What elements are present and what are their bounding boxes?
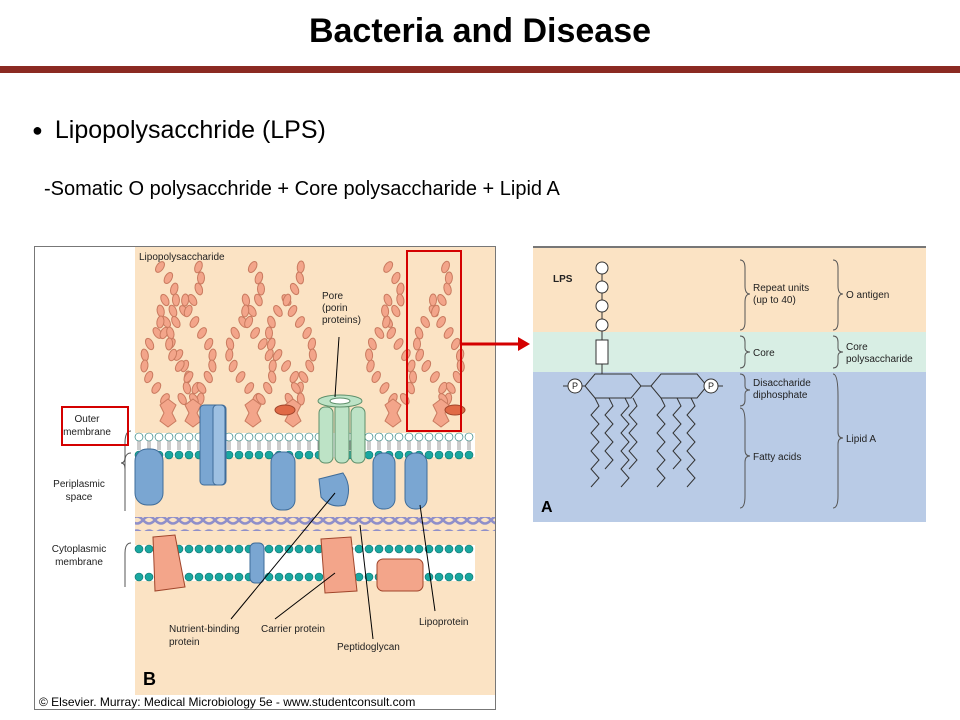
bullet-text: Lipopolysacchride (LPS) <box>54 116 326 144</box>
cytoplasmic-proteins <box>152 534 424 594</box>
svg-text:Cytoplasmic: Cytoplasmic <box>52 544 106 555</box>
svg-text:(up to 40): (up to 40) <box>753 295 796 306</box>
panel-letter-a: A <box>541 499 553 516</box>
cytoplasmic-membrane <box>134 544 475 582</box>
svg-text:protein: protein <box>169 637 200 648</box>
svg-text:polysaccharide: polysaccharide <box>846 354 913 365</box>
nutrient-binding-protein <box>318 472 349 507</box>
svg-text:(porin: (porin <box>322 303 348 314</box>
svg-text:Periplasmic: Periplasmic <box>53 479 105 490</box>
structure-braces <box>739 259 844 509</box>
svg-text:diphosphate: diphosphate <box>753 390 808 401</box>
svg-text:membrane: membrane <box>55 557 103 568</box>
svg-text:LPS: LPS <box>553 274 573 285</box>
repeat-unit-chain <box>595 261 609 380</box>
lps-highlight-box <box>406 250 462 432</box>
pointer-lines <box>230 336 436 640</box>
o-antigen-band <box>533 246 926 332</box>
title-rule <box>0 66 960 73</box>
diagram-labels: Lipopolysaccharide Pore (porin proteins)… <box>52 252 469 653</box>
svg-text:space: space <box>66 492 93 503</box>
panel-letter-b: B <box>143 669 156 689</box>
svg-text:O antigen: O antigen <box>846 290 889 301</box>
svg-text:Lipoprotein: Lipoprotein <box>419 617 468 628</box>
disaccharide-diphosphate <box>563 373 723 399</box>
carrier-protein <box>320 536 358 594</box>
transport-protein <box>152 534 186 592</box>
bullet-dot-icon: ● <box>32 120 43 140</box>
svg-text:Core: Core <box>846 342 868 353</box>
svg-text:membrane: membrane <box>63 427 111 438</box>
svg-text:Outer: Outer <box>74 414 100 425</box>
bullet-item: ● Lipopolysacchride (LPS) <box>32 116 326 145</box>
svg-text:Nutrient-binding: Nutrient-binding <box>169 624 240 635</box>
svg-text:Core: Core <box>753 348 775 359</box>
membrane-protein <box>376 558 424 592</box>
outer-membrane-highlight-box <box>61 406 129 446</box>
phosphate-label-right: P <box>708 381 714 391</box>
svg-text:Repeat units: Repeat units <box>753 283 809 294</box>
phosphate-label-left: P <box>572 381 578 391</box>
outer-membrane-proteins <box>134 404 428 511</box>
copyright-notice: © Elsevier. Murray: Medical Microbiology… <box>39 695 415 709</box>
lps-structure-figure: P P LPS Repeat units (up to 40) O antige… <box>533 246 926 522</box>
peptidoglycan-layer <box>135 517 495 531</box>
lps-label: Lipopolysaccharide <box>139 252 225 263</box>
lps-structure-diagram: P P LPS Repeat units (up to 40) O antige… <box>533 246 926 522</box>
svg-text:Pore: Pore <box>322 291 344 302</box>
porin-channel <box>317 394 366 464</box>
svg-text:proteins): proteins) <box>322 315 361 326</box>
structure-labels: LPS Repeat units (up to 40) O antigen Co… <box>553 274 913 463</box>
callout-arrow <box>460 337 530 351</box>
svg-text:Peptidoglycan: Peptidoglycan <box>337 642 400 653</box>
outer-membrane <box>134 432 475 460</box>
svg-text:Lipid A: Lipid A <box>846 434 876 445</box>
lps-chains <box>140 260 465 428</box>
cell-envelope-diagram: Lipopolysaccharide Pore (porin proteins)… <box>35 247 495 709</box>
svg-text:Disaccharide: Disaccharide <box>753 378 811 389</box>
svg-text:Carrier protein: Carrier protein <box>261 624 325 635</box>
cell-envelope-figure: Lipopolysaccharide Pore (porin proteins)… <box>34 246 496 710</box>
fatty-acid-chains <box>590 397 696 488</box>
slide-title: Bacteria and Disease <box>308 12 652 50</box>
sub-bullet-text: -Somatic O polysacchride + Core polysacc… <box>44 178 560 200</box>
svg-text:Fatty acids: Fatty acids <box>753 452 801 463</box>
layer-brackets <box>120 430 132 587</box>
